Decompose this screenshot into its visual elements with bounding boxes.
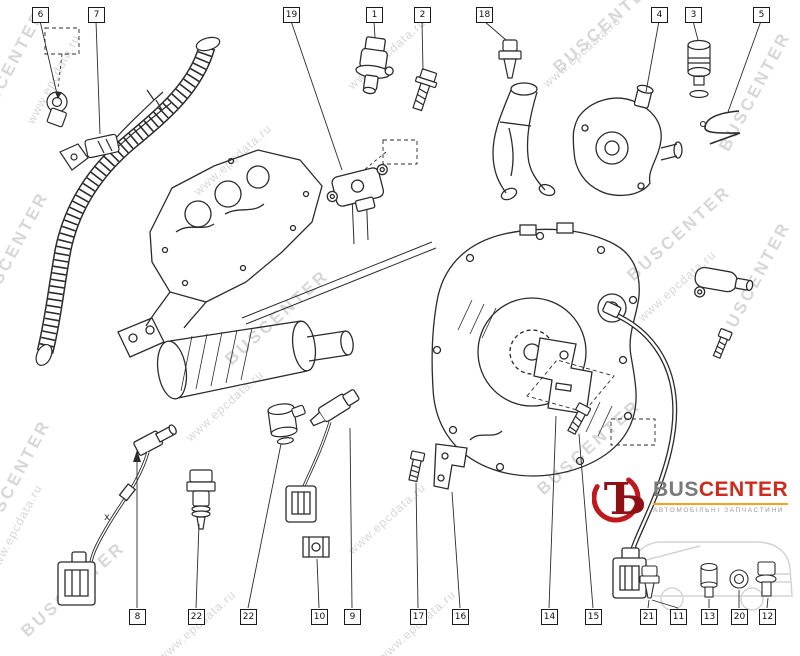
callout-11[interactable]: 11 [670,609,687,625]
bracket-16-art [433,443,468,490]
svg-text:Ъ: Ъ [604,474,646,525]
tdc-bracket-art [533,337,593,415]
bolt-art-13 [712,328,733,359]
callout-12[interactable]: 12 [759,609,776,625]
speed-sensor-cable-art [602,301,678,599]
bolt-art-15 [567,402,592,436]
callout-1[interactable]: 1 [366,7,383,23]
buscenter-logo-icon: Ъ [592,473,646,525]
thermostat-housing-art [572,84,683,197]
bracket-6-art [59,143,89,171]
logo-brand: BUSCENTER [653,477,789,501]
dashed-outline-14 [526,359,615,413]
bolt-art-2 [412,68,438,112]
sensor-22b-art [267,403,306,445]
sensor-6-art [46,91,68,128]
callout-14[interactable]: 14 [541,609,558,625]
oxygen-sensor-art [57,424,177,606]
leader-lines [39,20,769,609]
callout-6[interactable]: 6 [32,7,49,23]
callout-16[interactable]: 16 [452,609,469,625]
catalyst-pipe-art [156,320,354,400]
bolt-art-17 [408,450,426,483]
clip-art [699,110,741,145]
callout-20[interactable]: 20 [731,609,748,625]
callout-21[interactable]: 21 [640,609,657,625]
callout-2[interactable]: 2 [414,7,431,23]
small-sensor-12-art [755,561,777,597]
callout-18[interactable]: 18 [476,7,493,23]
connector-7-art [84,89,172,159]
logo-tagline: АВТОМОБІЛЬНІ ЗАПЧАСТИНИ [653,506,785,514]
map-sensor-art [326,163,388,212]
callout-17[interactable]: 17 [410,609,427,625]
x-annotation: x [104,512,110,523]
dashed-leader-19 [363,151,387,171]
callout-13[interactable]: 13 [701,609,718,625]
crank-sensor-art [694,266,754,298]
small-sensor-21-art [639,565,660,599]
logo-brand-suffix: CENTER [698,477,789,501]
arrowhead-8 [133,450,141,462]
temp-sensor-9-art [285,389,360,523]
callout-22a[interactable]: 22 [188,609,205,625]
callout-8[interactable]: 8 [129,609,146,625]
callout-10[interactable]: 10 [311,609,328,625]
callout-4[interactable]: 4 [651,7,668,23]
sensor-22a-art [186,469,216,530]
small-sensor-13-art [700,562,718,598]
temp-sensor-18-art [498,39,522,79]
washer-20-art [729,569,749,589]
exhaust-manifold-art [117,149,323,358]
callout-9[interactable]: 9 [344,609,361,625]
callout-15[interactable]: 15 [585,609,602,625]
logo-underline [653,502,789,505]
callout-19[interactable]: 19 [283,7,300,23]
dashed-leader-6 [57,53,63,89]
clip-10-art [302,536,330,558]
callout-22b[interactable]: 22 [240,609,257,625]
gearbox-housing-art [431,222,640,477]
coolant-hose-art [492,82,556,201]
intake-hose-art [35,36,221,366]
logo-brand-prefix: BUS [653,477,699,501]
buscenter-logo: Ъ BUSCENTER АВТОМОБІЛЬНІ ЗАПЧАСТИНИ [592,462,789,530]
callout-3[interactable]: 3 [685,7,702,23]
callout-5[interactable]: 5 [753,7,770,23]
sensor-3-art [687,39,711,99]
camshaft-sensor-art [355,36,394,95]
callout-7[interactable]: 7 [88,7,105,23]
